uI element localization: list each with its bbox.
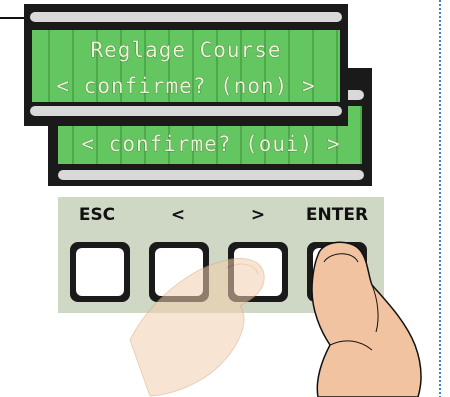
esc-key-label: ESC xyxy=(79,205,115,225)
lcd-back-line2: < confirme? (non) > xyxy=(56,74,315,98)
lcd-display-back: Reglage Course < confirme? (non) > xyxy=(24,4,348,126)
hand-illustration xyxy=(311,241,422,397)
lcd-back-line1: Reglage Course xyxy=(90,38,281,62)
right-key-label: > xyxy=(251,205,265,225)
lcd-front-line1: < confirme? (oui) > xyxy=(81,132,340,156)
esc-key[interactable] xyxy=(70,242,130,302)
left-key-label: < xyxy=(171,205,185,225)
enter-key-label: ENTER xyxy=(306,205,368,225)
ghost-hand-illustration xyxy=(129,258,265,397)
